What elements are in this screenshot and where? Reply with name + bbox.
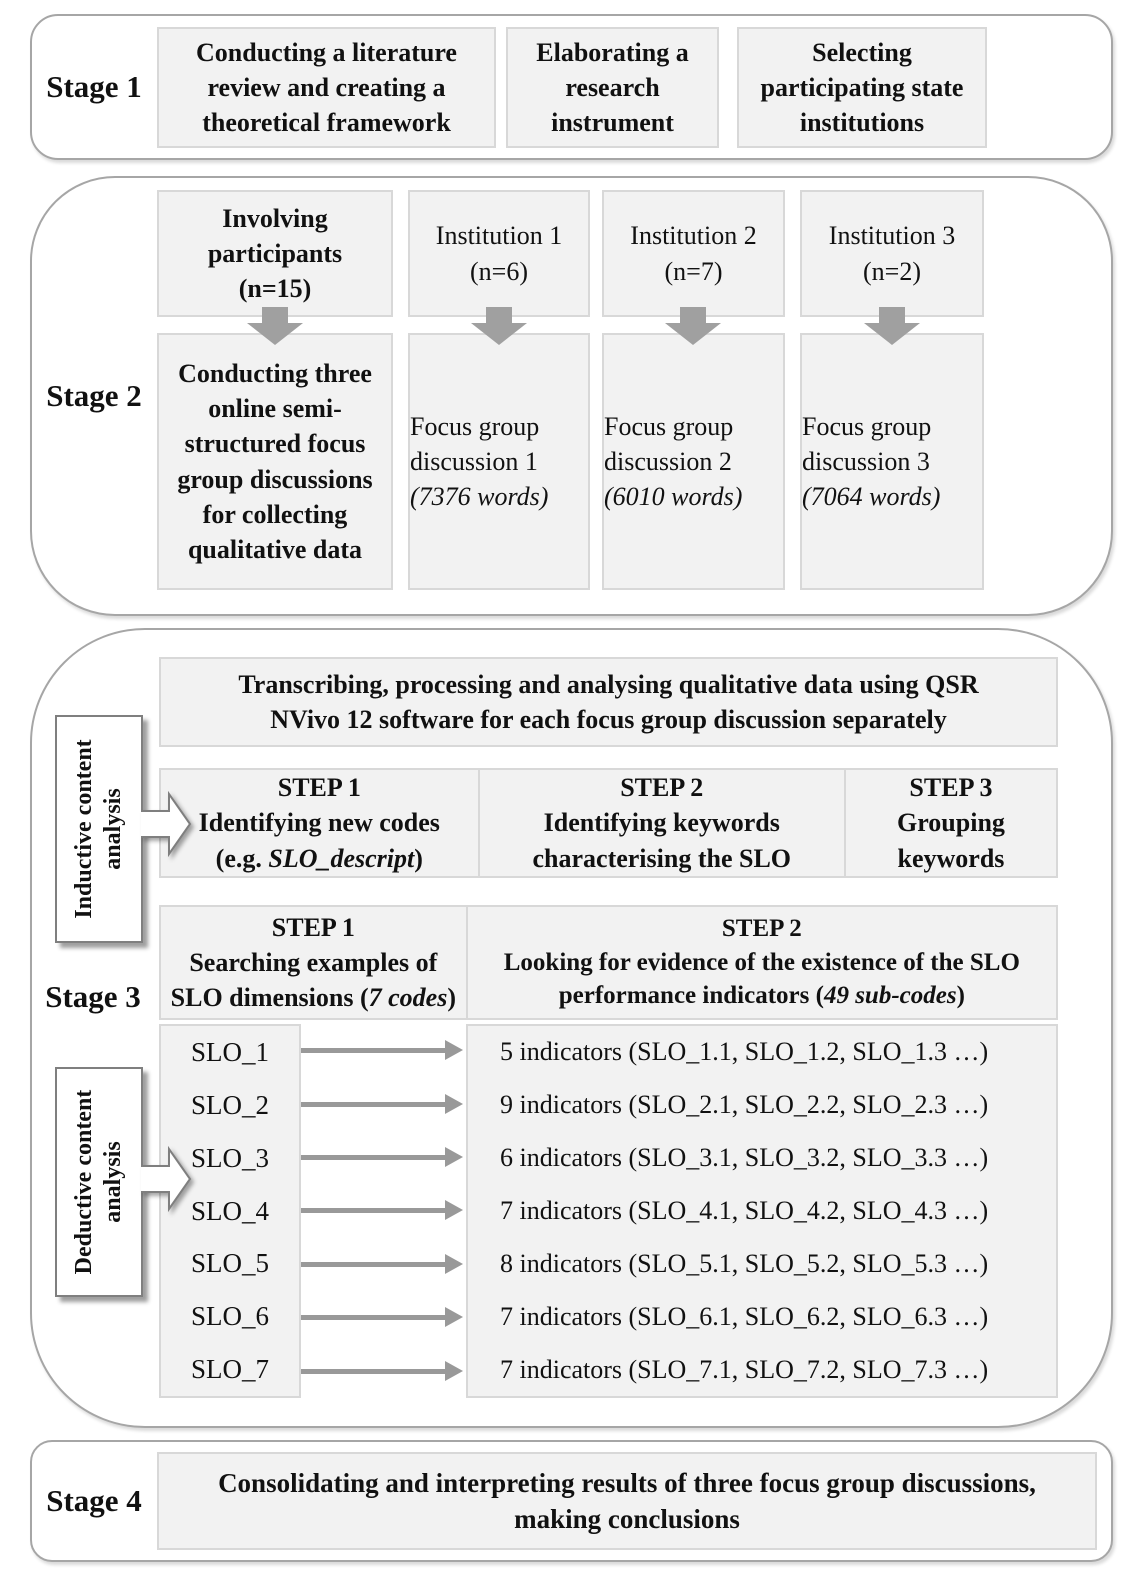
step-line: keywords — [897, 843, 1005, 873]
right-arrow-icon — [301, 1040, 463, 1061]
slo-indicators-column: 5 indicators (SLO_1.1, SLO_1.2, SLO_1.3 … — [466, 1024, 1058, 1398]
stage3-label: Stage 3 — [45, 979, 141, 1014]
inductive-label-line1: Inductive content — [71, 739, 98, 919]
deductive-step1-cell: STEP 1 Searching examples of SLO dimensi… — [161, 907, 466, 1018]
transcribing-line1: Transcribing, processing and analysing q… — [238, 669, 979, 699]
institution-3-box: Institution 3 (n=2) — [800, 190, 984, 317]
deductive-step2-cell: STEP 2 Looking for evidence of the exist… — [465, 907, 1056, 1018]
down-arrow-icon — [665, 307, 721, 345]
right-arrow-icon — [301, 1360, 463, 1381]
focus-group-1-box: Focus group discussion 1 (7376 words) — [408, 333, 590, 590]
institution-selection-box: Selecting participating state institutio… — [737, 27, 987, 148]
inductive-step2-cell: STEP 2 Identifying keywords characterisi… — [477, 770, 844, 876]
step-line: Searching examples of — [189, 947, 438, 977]
slo-code: SLO_2 — [190, 1089, 269, 1120]
consolidating-results-box: Consolidating and interpreting results o… — [157, 1452, 1097, 1550]
callout-arrow-icon — [141, 1146, 192, 1212]
step-title: STEP 3 — [909, 773, 993, 803]
participants-count: (n=15) — [238, 274, 312, 304]
down-arrow-icon — [864, 307, 920, 345]
deductive-label-line2: analysis — [100, 1141, 126, 1223]
inductive-step3-cell: STEP 3 Grouping keywords — [843, 770, 1056, 876]
step-line: Looking for evidence of the existence of… — [503, 948, 1020, 976]
down-arrow-icon — [247, 307, 303, 345]
conducting-discussions-box: Conducting three online semi-structured … — [157, 333, 393, 590]
slo-code: SLO_4 — [190, 1195, 269, 1226]
callout-arrow-icon — [141, 791, 192, 857]
inductive-steps-row: STEP 1 Identifying new codes (e.g. SLO_d… — [159, 768, 1058, 878]
slo-code: SLO_6 — [190, 1301, 269, 1332]
participants-title: Involving participants — [207, 203, 343, 268]
right-arrow-icon — [301, 1307, 463, 1328]
slo-indicators: 6 indicators (SLO_3.1, SLO_3.2, SLO_3.3 … — [500, 1143, 989, 1173]
focus-group-2-name: Focus group discussion 2 — [604, 411, 734, 476]
slo-codes-column: SLO_1 SLO_2 SLO_3 SLO_4 SLO_5 SLO_6 SLO_… — [159, 1024, 301, 1398]
literature-review-box: Conducting a literature review and creat… — [157, 27, 496, 148]
step-title: STEP 2 — [620, 773, 704, 803]
transcribing-box: Transcribing, processing and analysing q… — [159, 657, 1058, 747]
slo-indicators: 9 indicators (SLO_2.1, SLO_2.2, SLO_2.3 … — [500, 1090, 989, 1120]
involving-participants-box: Involving participants (n=15) — [157, 190, 393, 317]
deductive-label-line1: Deductive content — [71, 1089, 98, 1275]
step-line: characterising the SLO — [532, 843, 792, 873]
slo-indicators: 7 indicators (SLO_7.1, SLO_7.2, SLO_7.3 … — [500, 1354, 989, 1384]
step-line: performance indicators (49 sub-codes) — [558, 982, 965, 1010]
focus-group-3-name: Focus group discussion 3 — [802, 411, 932, 476]
focus-group-1-words: (7376 words) — [410, 482, 549, 512]
institution-1-name: Institution 1 — [435, 221, 563, 251]
down-arrow-icon — [471, 307, 527, 345]
slo-indicators: 5 indicators (SLO_1.1, SLO_1.2, SLO_1.3 … — [500, 1037, 989, 1067]
institution-2-count: (n=7) — [664, 256, 723, 286]
institution-3-name: Institution 3 — [828, 221, 956, 251]
slo-indicators: 8 indicators (SLO_5.1, SLO_5.2, SLO_5.3 … — [500, 1248, 989, 1278]
focus-group-1-name: Focus group discussion 1 — [410, 411, 540, 476]
stage4-label: Stage 4 — [46, 1483, 142, 1518]
slo-code: SLO_5 — [190, 1248, 269, 1279]
slo-code: SLO_1 — [190, 1036, 269, 1067]
stage2-label: Stage 2 — [46, 378, 142, 413]
slo-arrows-layer — [301, 1024, 466, 1398]
deductive-content-analysis-callout: Deductive content analysis — [55, 1067, 143, 1297]
right-arrow-icon — [301, 1200, 463, 1221]
right-arrow-icon — [301, 1253, 463, 1274]
institution-1-count: (n=6) — [470, 256, 528, 286]
step-line: SLO dimensions (7 codes) — [170, 983, 456, 1013]
right-arrow-icon — [301, 1147, 463, 1168]
inductive-step1-cell: STEP 1 Identifying new codes (e.g. SLO_d… — [161, 770, 478, 876]
focus-group-3-box: Focus group discussion 3 (7064 words) — [800, 333, 984, 590]
focus-group-2-words: (6010 words) — [604, 482, 743, 512]
transcribing-line2: NVivo 12 software for each focus group d… — [270, 705, 947, 734]
step-line: (e.g. SLO_descript) — [215, 843, 423, 873]
slo-indicators: 7 indicators (SLO_4.1, SLO_4.2, SLO_4.3 … — [500, 1196, 989, 1225]
slo-code: SLO_3 — [190, 1142, 269, 1173]
institution-3-count: (n=2) — [863, 256, 921, 286]
inductive-label-line2: analysis — [100, 788, 126, 870]
consolidating-line2: making conclusions — [514, 1504, 740, 1534]
step-line: Grouping — [897, 808, 1005, 838]
step-title: STEP 1 — [277, 773, 361, 803]
institution-1-box: Institution 1 (n=6) — [408, 190, 590, 317]
inductive-content-analysis-callout: Inductive content analysis — [55, 715, 143, 943]
step-title: STEP 2 — [721, 914, 802, 942]
institution-2-box: Institution 2 (n=7) — [602, 190, 785, 317]
research-instrument-box: Elaborating a research instrument — [506, 27, 719, 148]
slo-code: SLO_7 — [190, 1354, 269, 1385]
focus-group-2-box: Focus group discussion 2 (6010 words) — [602, 333, 785, 590]
step-line: Identifying new codes — [198, 808, 440, 838]
stage1-label: Stage 1 — [46, 69, 142, 104]
focus-group-3-words: (7064 words) — [802, 482, 941, 512]
slo-indicators: 7 indicators (SLO_6.1, SLO_6.2, SLO_6.3 … — [500, 1301, 989, 1331]
step-title: STEP 1 — [271, 912, 355, 942]
deductive-steps-row: STEP 1 Searching examples of SLO dimensi… — [159, 905, 1058, 1020]
right-arrow-icon — [301, 1093, 463, 1114]
consolidating-line1: Consolidating and interpreting results o… — [218, 1467, 1036, 1498]
step-line: Identifying keywords — [543, 808, 780, 838]
institution-2-name: Institution 2 — [630, 221, 757, 251]
